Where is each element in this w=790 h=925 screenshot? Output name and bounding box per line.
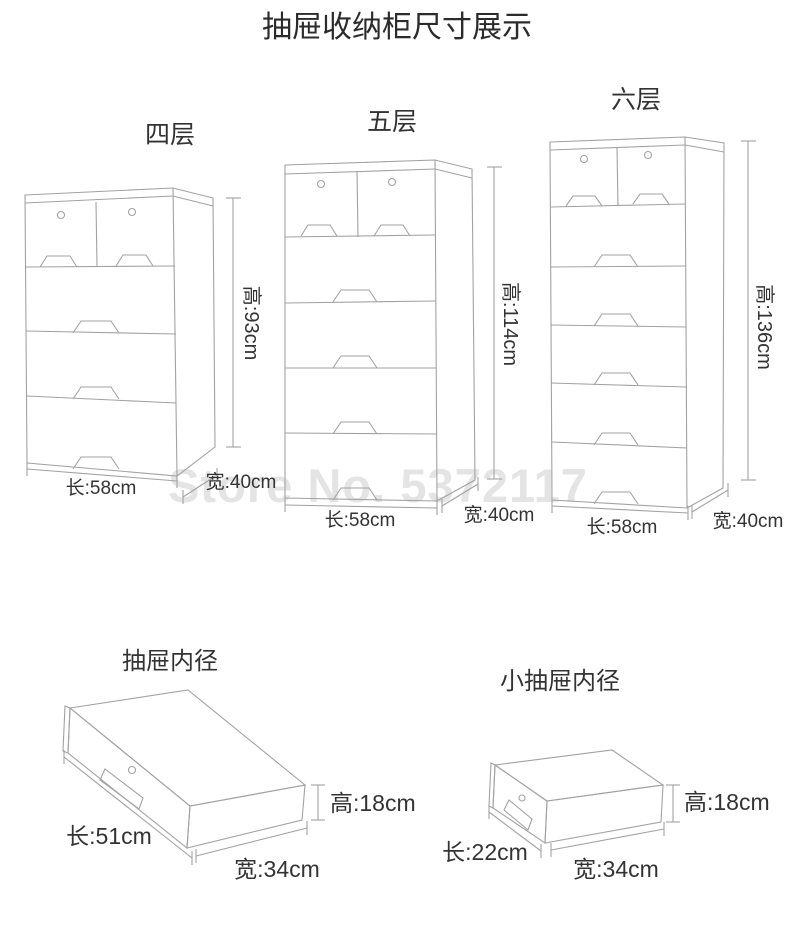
length-dimension-line	[551, 499, 689, 520]
store-watermark: Store No. 5372117	[168, 459, 588, 512]
width-dimension-label: 宽:40cm	[713, 510, 784, 532]
knob-icon	[579, 150, 653, 164]
width-dimension-line	[195, 821, 308, 863]
cabinet-front-edge	[434, 159, 438, 502]
drawer-handle-icons	[565, 193, 670, 505]
small-drawer-section-title: 小抽屉内径	[500, 668, 620, 695]
height-dimension-label: 高:18cm	[684, 789, 770, 815]
length-dimension-label: 长:58cm	[587, 516, 658, 538]
cabinet-outline	[284, 159, 476, 502]
knob-icon	[518, 794, 526, 802]
height-dimension-line	[311, 784, 325, 821]
cabinet-drawer-dividers	[25, 201, 177, 404]
height-dimension-line	[741, 140, 756, 481]
cabinet-six-layer-title: 六层	[611, 86, 661, 114]
height-dimension-label: 高:114cm	[499, 282, 522, 366]
drawer-lineart	[62, 689, 325, 865]
height-dimension-line	[487, 166, 502, 480]
drawer-handle-icon	[99, 768, 144, 810]
cabinet-front-edge	[172, 187, 178, 477]
cabinet-four-layer-lineart	[24, 187, 241, 504]
height-dimension-line	[666, 784, 680, 823]
drawer-side-face	[544, 784, 664, 844]
cabinet-drawer-dividers	[550, 147, 688, 449]
cabinet-top-slab	[24, 195, 214, 207]
drawer-section-title: 抽屉内径	[122, 648, 218, 675]
drawer-handle-icon	[503, 799, 533, 831]
width-dimension-label: 宽:40cm	[206, 471, 277, 493]
width-dimension-label: 宽:34cm	[573, 856, 659, 882]
length-dimension-label: 长:22cm	[442, 839, 528, 865]
drawer-front-lip	[62, 705, 71, 754]
height-dimension-label: 高:18cm	[330, 790, 416, 816]
cabinet-four-layer-labels: 四层 高:93cm 长:58cm 宽:40cm	[66, 121, 277, 499]
small-drawer-lineart	[488, 749, 680, 858]
height-dimension-label: 高:136cm	[753, 284, 776, 370]
cabinet-outline	[549, 136, 725, 509]
knob-icon	[56, 207, 137, 220]
knob-icon	[127, 765, 137, 775]
drawer-inner-size-figure: 抽屉内径 长:51cm 高:18cm 宽:34cm	[62, 648, 416, 882]
cabinet-four-layer-figure: 四层 高:93cm 长:58cm 宽:40cm	[24, 121, 277, 504]
drawer-top-face	[68, 689, 307, 807]
length-dimension-line	[488, 805, 542, 858]
width-dimension-line	[441, 477, 479, 513]
cabinet-five-layer-figure: 五层 高:114cm 长:58cm 宽:40cm	[284, 108, 535, 531]
knob-icon	[316, 177, 397, 189]
drawer-front-lip	[488, 762, 496, 809]
length-dimension-line	[26, 462, 178, 488]
length-dimension-line	[284, 498, 438, 515]
length-dimension-label: 长:58cm	[66, 477, 137, 499]
drawer-side-face	[186, 784, 306, 849]
length-dimension-line	[63, 750, 193, 865]
cabinet-four-layer-title: 四层	[145, 121, 195, 149]
cabinet-five-layer-title: 五层	[367, 108, 417, 136]
height-dimension-label: 高:93cm	[240, 286, 263, 360]
width-dimension-label: 宽:40cm	[464, 504, 535, 526]
width-dimension-line	[550, 822, 665, 857]
cabinet-six-layer-figure: 六层 高:136cm 长:58cm 宽:40cm	[549, 86, 784, 538]
cabinet-six-layer-labels: 六层 高:136cm 长:58cm 宽:40cm	[587, 86, 784, 538]
height-dimension-line	[226, 197, 241, 448]
cabinet-six-layer-lineart	[549, 136, 756, 520]
cabinet-top-slab	[284, 168, 473, 179]
cabinet-five-layer-lineart	[284, 159, 502, 515]
cabinet-top-slab	[549, 144, 725, 153]
cabinet-front-edge	[684, 136, 688, 509]
small-drawer-inner-size-labels: 小抽屉内径 长:22cm 高:18cm 宽:34cm	[442, 668, 769, 882]
page-title: 抽屉收纳柜尺寸展示	[262, 11, 532, 44]
drawer-handle-icons	[300, 224, 411, 501]
drawer-top-face	[493, 749, 665, 802]
length-dimension-label: 长:58cm	[325, 509, 396, 531]
cabinet-five-layer-labels: 五层 高:114cm 长:58cm 宽:40cm	[325, 108, 535, 531]
width-dimension-line	[691, 483, 729, 519]
drawer-inner-size-labels: 抽屉内径 长:51cm 高:18cm 宽:34cm	[66, 648, 415, 882]
length-dimension-label: 长:51cm	[66, 823, 152, 849]
drawer-handle-icons	[39, 254, 154, 470]
width-dimension-line	[182, 468, 218, 504]
width-dimension-label: 宽:34cm	[234, 856, 320, 882]
drawer-front-face	[492, 763, 548, 845]
small-drawer-inner-size-figure: 小抽屉内径 长:22cm 高:18cm 宽:34cm	[442, 668, 769, 882]
cabinet-drawer-dividers	[284, 171, 438, 435]
